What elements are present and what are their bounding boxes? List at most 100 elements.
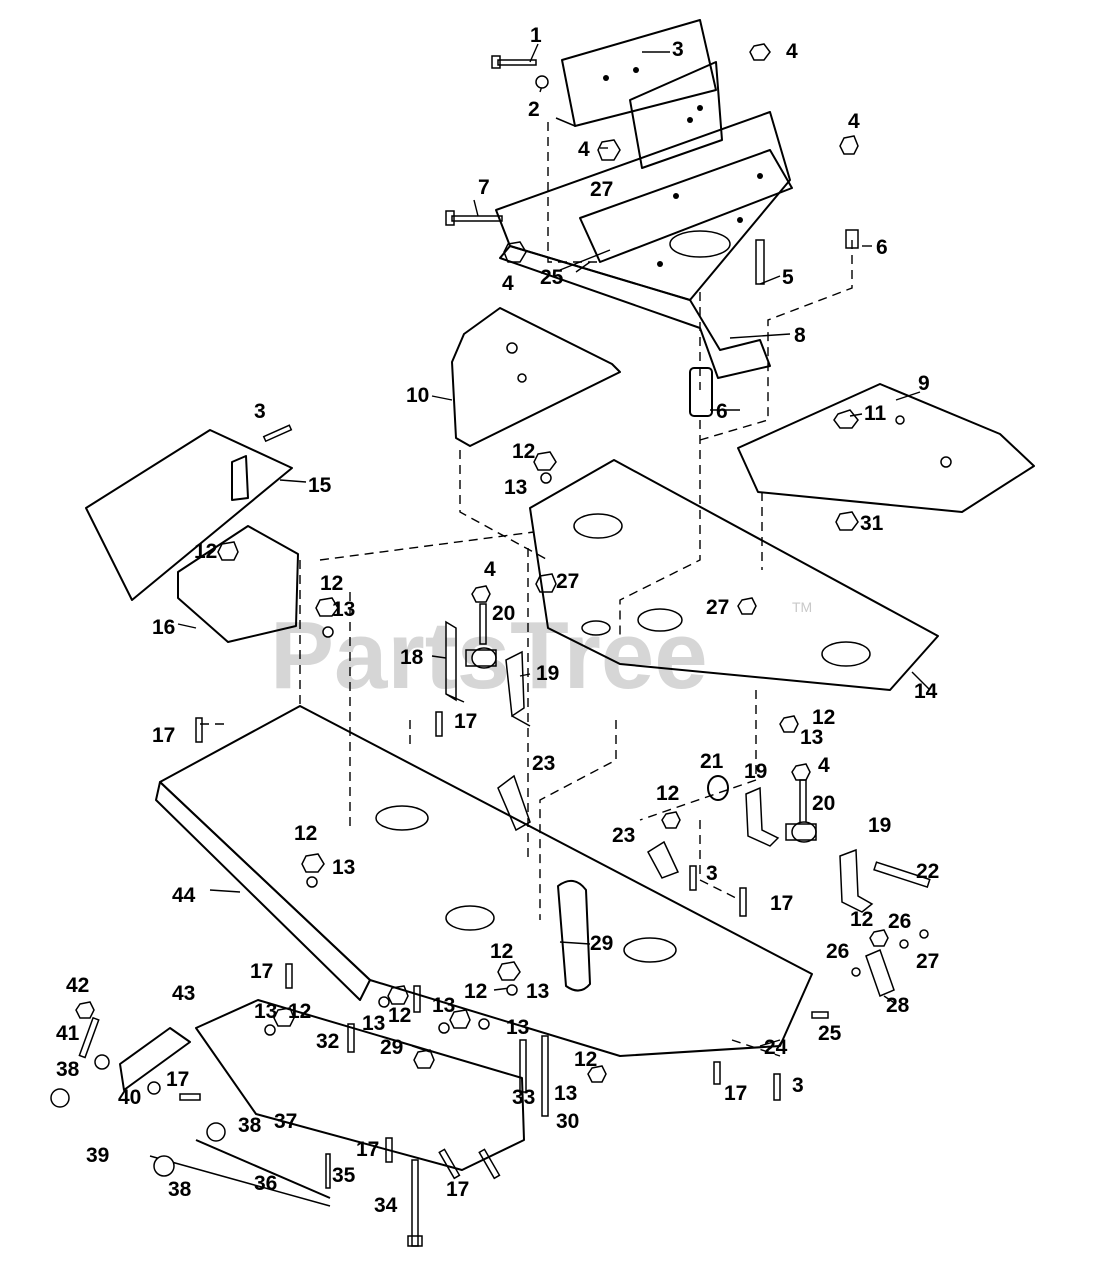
callout-label: 27: [706, 596, 729, 619]
bolt-icon: [262, 424, 293, 443]
shield-part-15: [85, 429, 293, 601]
washer-icon: [478, 1018, 490, 1030]
washer-icon: [540, 472, 552, 484]
bracket-part-18: [445, 620, 465, 703]
callout-label: 17: [770, 892, 793, 915]
callout-label: 22: [916, 860, 939, 883]
callout-label: 29: [380, 1036, 403, 1059]
bracket-part-23b: [647, 840, 680, 879]
nut-icon: [737, 597, 757, 615]
callout-label: 12: [288, 1000, 311, 1023]
bolt-icon: [438, 1148, 461, 1180]
rail-part-36: [149, 1139, 331, 1207]
bolt-icon: [811, 1011, 829, 1019]
callout-label: 23: [532, 752, 555, 775]
nut-icon: [217, 541, 239, 561]
callout-label: 24: [764, 1036, 788, 1059]
callout-labels: 1 2 3 4 4 4 27 7 4 25 5 6 8 10 6 9 11 3 …: [56, 24, 939, 1217]
callout-label: 13: [506, 1016, 529, 1039]
bolt-icon: [325, 1153, 331, 1189]
callout-label: 35: [332, 1164, 356, 1187]
bracket-part-19b: [745, 786, 780, 847]
callout-label: 12: [812, 706, 835, 729]
pulley-icon: [50, 1088, 70, 1108]
bolt-icon: [285, 963, 293, 989]
callout-label: 43: [172, 982, 195, 1005]
panel-part-10: [451, 307, 621, 447]
callout-label: 13: [554, 1082, 577, 1105]
bolt-icon: [689, 865, 697, 891]
bolt-icon: [491, 55, 537, 69]
callout-label: 17: [152, 724, 175, 747]
callout-label: 12: [490, 940, 513, 963]
nut-icon: [533, 451, 557, 471]
washer-icon: [306, 876, 318, 888]
callout-label: 23: [612, 824, 635, 847]
callout-label: 1: [530, 24, 542, 47]
callout-label: 29: [590, 932, 613, 955]
bracket-part-16: [177, 525, 299, 643]
callout-label: 26: [888, 910, 911, 933]
callout-label: 12: [320, 572, 343, 595]
callout-label: 41: [56, 1022, 80, 1045]
callout-label: 13: [254, 1000, 277, 1023]
callout-label: 4: [484, 558, 496, 581]
washer-icon: [851, 967, 861, 977]
callout-label: 44: [172, 884, 196, 907]
callout-label: 10: [406, 384, 429, 407]
nut-icon: [471, 585, 491, 603]
rail-part-37: [195, 999, 525, 1171]
callout-label: 40: [118, 1086, 141, 1109]
callout-label: 13: [526, 980, 549, 1003]
bolt-icon: [541, 1035, 549, 1117]
callout-label: 17: [454, 710, 477, 733]
callout-label: 12: [656, 782, 679, 805]
callout-label: 20: [812, 792, 835, 815]
bushing-icon: [147, 1081, 161, 1095]
callout-label: 37: [274, 1110, 297, 1133]
spacer-icon: [689, 367, 713, 417]
hardware-items: [50, 43, 931, 1247]
callout-label: 32: [316, 1030, 339, 1053]
callout-label: 36: [254, 1172, 277, 1195]
bolt-icon: [713, 1061, 721, 1085]
nut-icon: [273, 1007, 295, 1027]
callout-label: 38: [238, 1114, 262, 1137]
bracket-part-19c: [839, 848, 874, 913]
crossmember-part-8: [495, 111, 793, 379]
callout-label: 4: [786, 40, 798, 63]
nut-icon: [835, 511, 859, 531]
pivot-assembly-20: [465, 603, 497, 669]
nut-icon: [791, 763, 811, 781]
callout-label: 11: [864, 402, 887, 425]
watermark-trademark: TM: [792, 599, 812, 615]
callout-label: 42: [66, 974, 89, 997]
callout-label: 17: [356, 1138, 379, 1161]
washer-icon: [438, 1022, 450, 1034]
callout-label: 5: [782, 266, 794, 289]
callout-label: 3: [792, 1074, 804, 1097]
bolt-icon: [385, 1137, 393, 1163]
callout-label: 4: [578, 138, 590, 161]
nut-icon: [75, 1001, 95, 1019]
callout-label: 4: [848, 110, 860, 133]
callout-label: 13: [504, 476, 527, 499]
nut-icon: [833, 409, 859, 429]
nut-icon: [597, 139, 621, 161]
callout-label: 27: [590, 178, 613, 201]
callout-label: 33: [512, 1086, 535, 1109]
nut-icon: [301, 853, 325, 873]
callout-label: 25: [540, 266, 564, 289]
callout-label: 17: [166, 1068, 189, 1091]
washer-icon: [378, 996, 390, 1008]
callout-label: 27: [916, 950, 939, 973]
callout-label: 12: [388, 1004, 411, 1027]
bolt-icon: [78, 1016, 100, 1059]
callout-label: 6: [716, 400, 728, 423]
callout-label: 3: [254, 400, 266, 423]
callout-label: 39: [86, 1144, 109, 1167]
callout-label: 9: [918, 372, 930, 395]
callout-label: 14: [914, 680, 938, 703]
nut-icon: [497, 961, 521, 981]
callout-label: 21: [700, 750, 724, 773]
